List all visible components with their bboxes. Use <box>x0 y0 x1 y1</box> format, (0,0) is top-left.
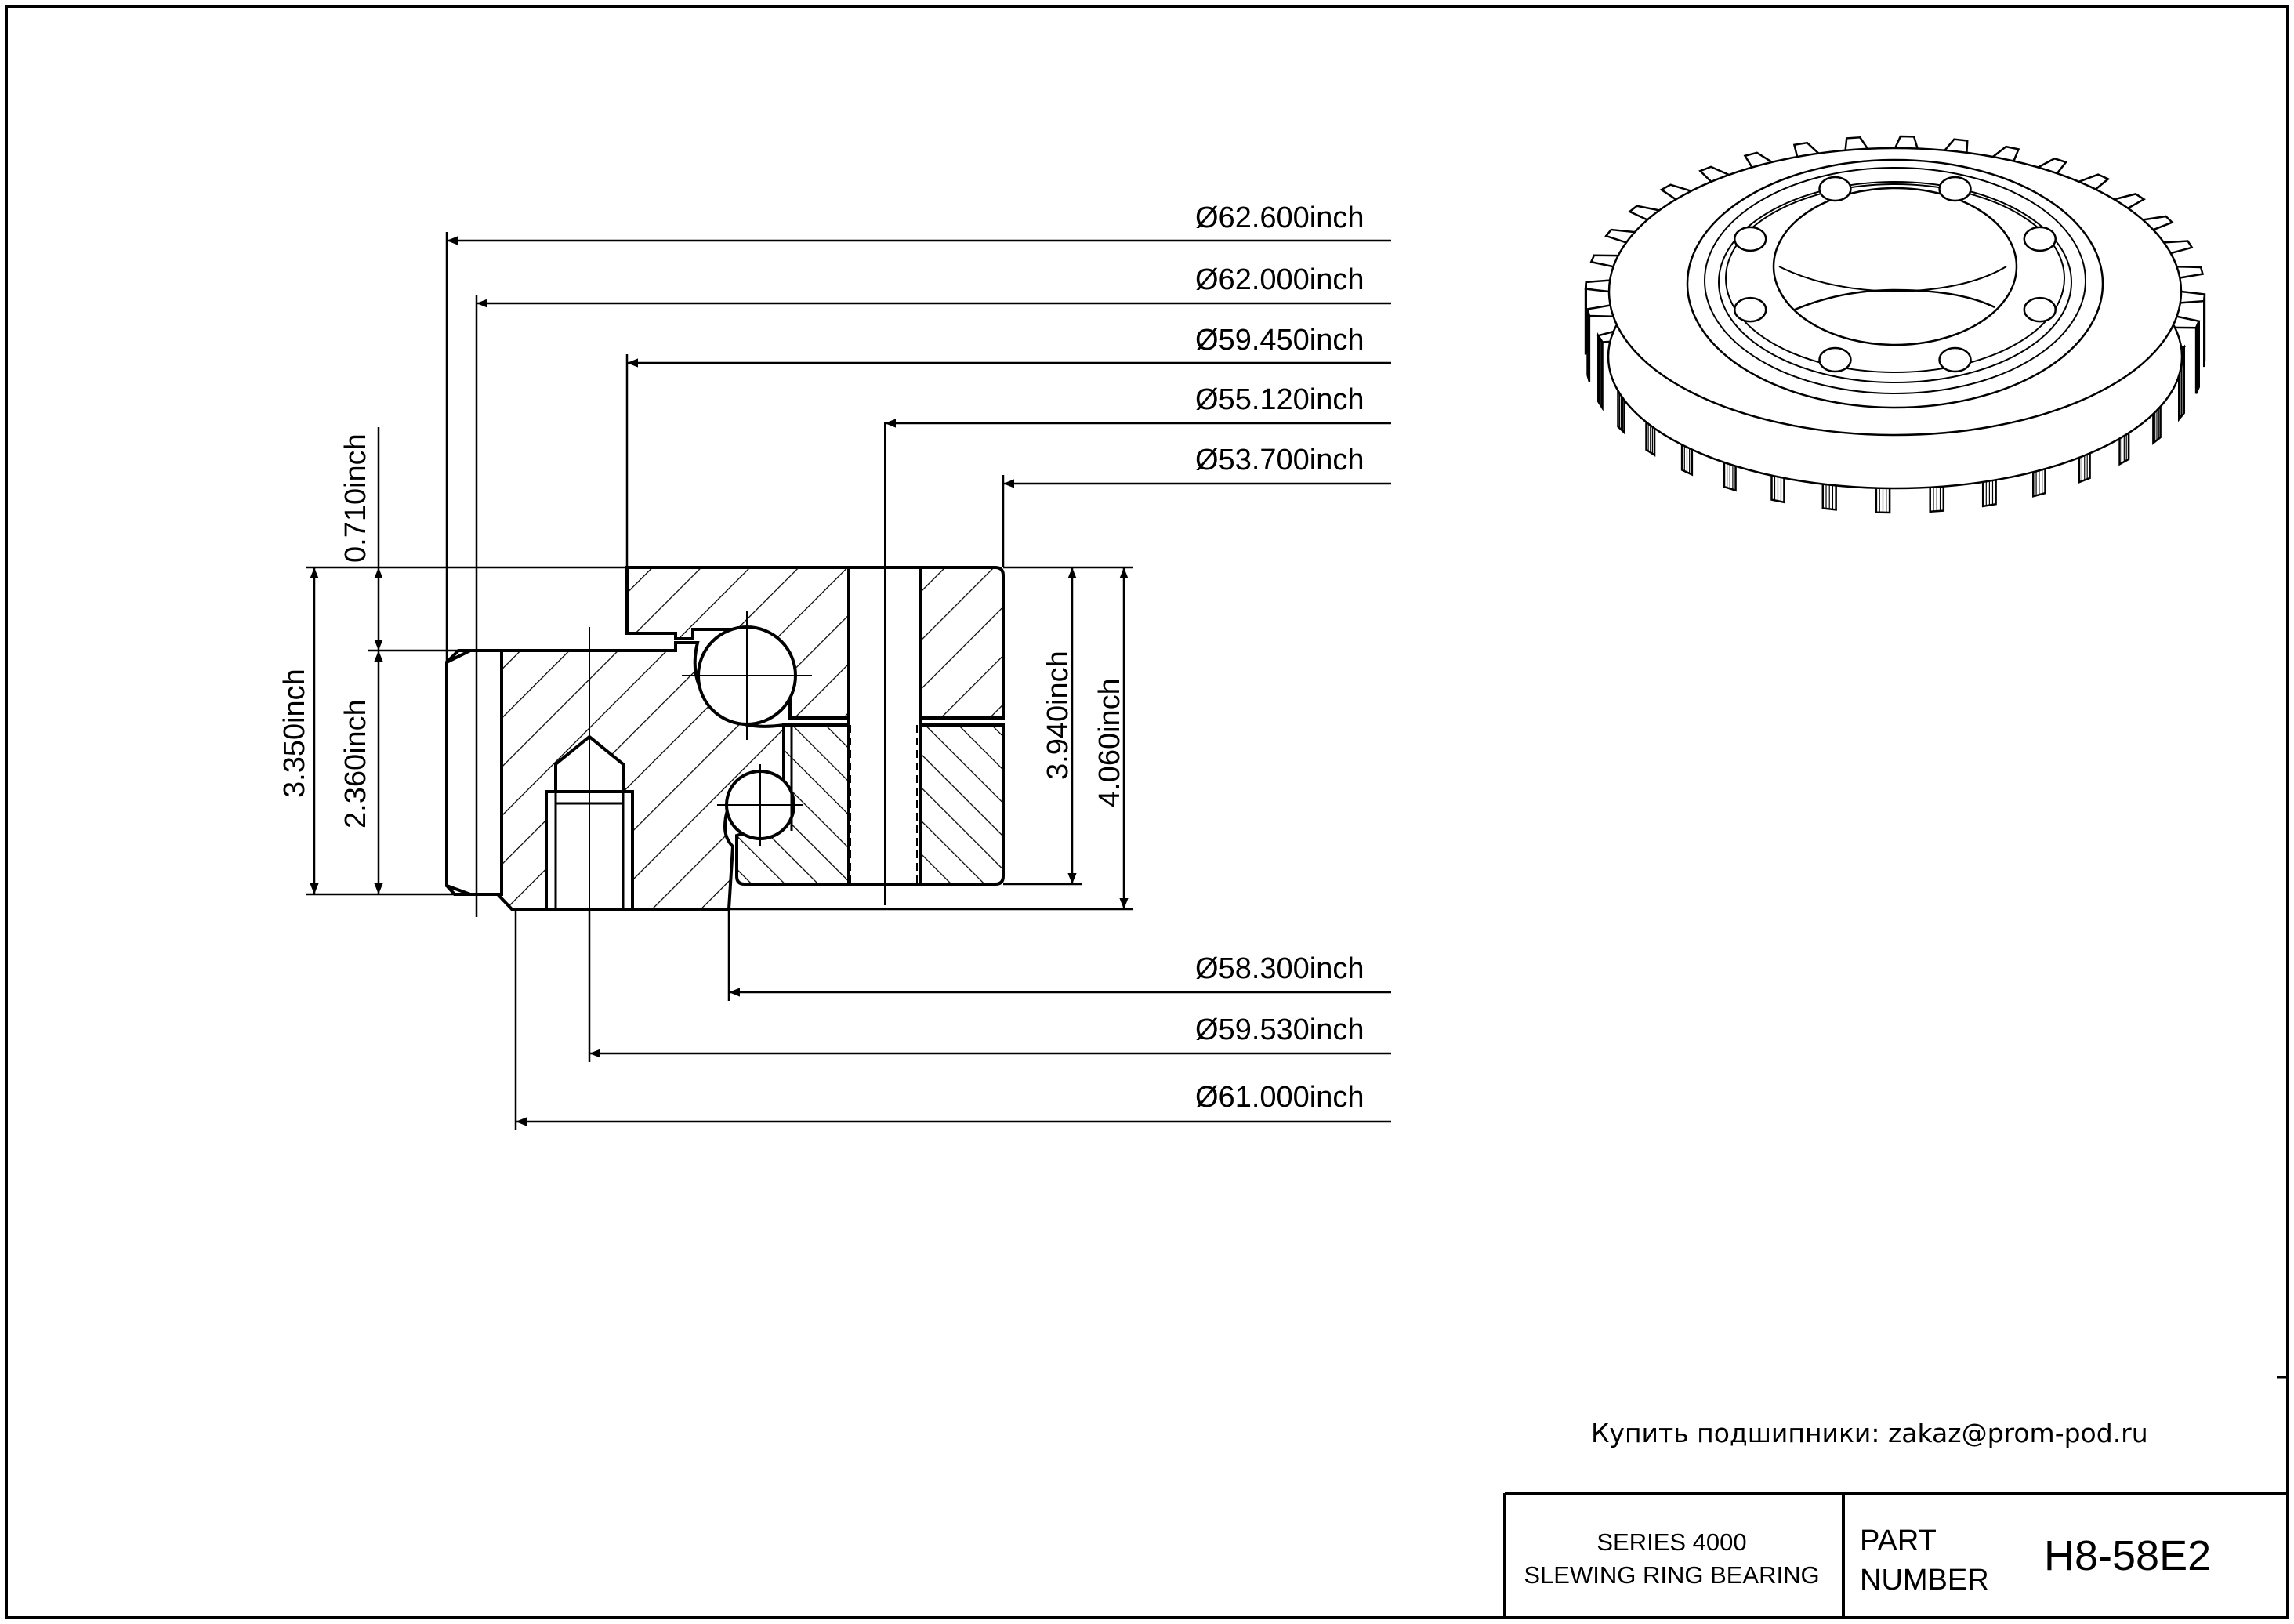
sheet-border <box>5 5 2289 1619</box>
gear-tooth <box>1894 135 1919 149</box>
gear-tooth <box>2114 193 2146 209</box>
gear-tooth <box>1628 205 1660 221</box>
mounting-hole <box>2023 296 2057 323</box>
gear-tooth <box>2078 173 2111 190</box>
title-series: SERIES 4000 <box>1596 1528 1746 1556</box>
gear-tooth <box>2163 240 2194 255</box>
dim-height-overall-left: 3.350inch <box>278 669 311 798</box>
title-block <box>1503 1492 2288 1618</box>
gear-tooth <box>2176 265 2205 279</box>
part-label-line1: PART <box>1860 1524 1937 1557</box>
mounting-hole <box>1938 176 1972 202</box>
inner-bore-top <box>1772 187 2018 346</box>
outer-ring-flange <box>445 649 503 896</box>
mounting-holes <box>1733 176 2057 373</box>
gear-tooth <box>1586 304 1614 318</box>
contact-line: Купить подшипники: zakaz@prom-pod.ru <box>1591 1418 2148 1448</box>
mounting-hole <box>1733 226 1767 252</box>
dim-diameter-1: Ø62.600inch <box>1195 201 1364 234</box>
ring-step-outer <box>1718 181 2072 383</box>
ring-face-outer <box>1686 158 2104 409</box>
ring-face-inner-edge <box>1704 167 2086 394</box>
gear-tooth <box>1698 165 1730 183</box>
mounting-hole <box>2023 226 2057 252</box>
dim-height-overall-right: 4.060inch <box>1093 678 1126 807</box>
gear-tooth <box>1659 183 1692 201</box>
part-number: H8-58E2 <box>2044 1532 2211 1579</box>
title-product: SLEWING RING BEARING <box>1524 1561 1819 1589</box>
mounting-hole <box>1818 346 1852 373</box>
inner-bore-wall <box>1778 266 2007 293</box>
dim-diameter-3: Ø59.450inch <box>1195 324 1364 357</box>
gear-tooth <box>1944 138 1969 153</box>
dim-diameter-2: Ø62.000inch <box>1195 263 1364 296</box>
gear-tooth <box>2037 157 2068 174</box>
mounting-hole <box>1733 296 1767 323</box>
dim-height-inner-ring: 3.940inch <box>1042 651 1075 780</box>
dim-diameter-7: Ø59.530inch <box>1195 1013 1364 1046</box>
dim-height-outer-ring: 2.360inch <box>339 699 372 828</box>
dimension-labels: Ø62.600inch Ø62.000inch Ø59.450inch Ø55.… <box>278 201 1364 1114</box>
bearing-3d-view <box>1584 135 2206 514</box>
part-label-line2: NUMBER <box>1860 1564 1989 1597</box>
gear-tooth <box>2180 290 2206 304</box>
dim-diameter-6: Ø58.300inch <box>1195 952 1364 985</box>
mounting-hole <box>1938 346 1972 373</box>
dim-diameter-5: Ø53.700inch <box>1195 444 1364 477</box>
gear-tooth <box>1584 279 1611 293</box>
dim-diameter-8: Ø61.000inch <box>1195 1081 1364 1114</box>
dim-diameter-4: Ø55.120inch <box>1195 383 1364 416</box>
gear-tooth <box>1844 136 1869 150</box>
gear-tooth <box>1589 254 1618 268</box>
bearing-cross-section <box>445 422 1005 1058</box>
dimension-lines <box>306 232 1391 1130</box>
dim-height-top-offset: 0.710inch <box>339 433 372 563</box>
ring-step-inner <box>1725 183 2065 373</box>
mounting-hole <box>1818 176 1852 202</box>
